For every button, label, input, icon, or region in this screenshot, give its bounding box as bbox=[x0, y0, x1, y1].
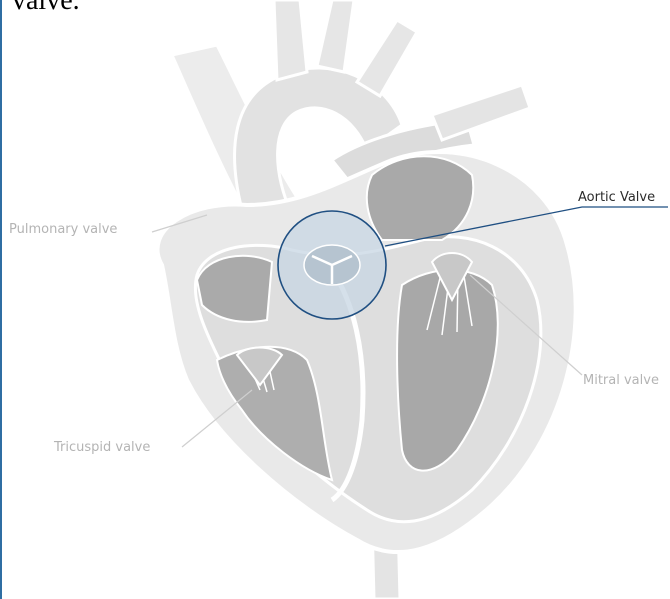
aortic-valve-label: Aortic Valve bbox=[578, 190, 655, 205]
carotid-artery bbox=[317, 0, 354, 72]
pulmonary-valve-label: Pulmonary valve bbox=[9, 222, 117, 237]
brachiocephalic-artery bbox=[274, 0, 307, 80]
heart-body bbox=[158, 152, 576, 552]
subclavian-artery bbox=[357, 20, 417, 96]
pulmonary-vein bbox=[432, 85, 530, 140]
mitral-valve-label: Mitral valve bbox=[583, 373, 659, 388]
left-atrium bbox=[367, 156, 473, 240]
aortic-valve-highlight bbox=[278, 211, 386, 319]
tricuspid-valve-label: Tricuspid valve bbox=[54, 440, 150, 455]
